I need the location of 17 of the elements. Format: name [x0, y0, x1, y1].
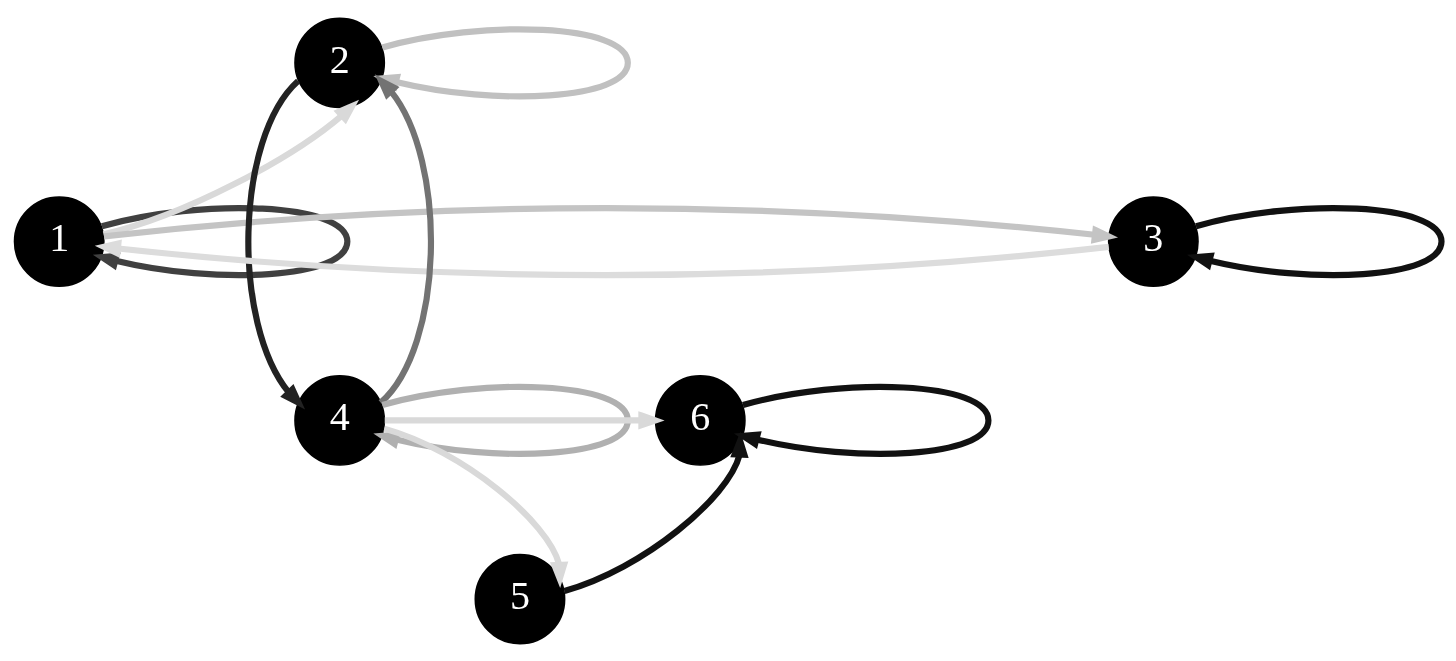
node-circle: 3 — [1107, 195, 1199, 287]
arrow — [92, 204, 351, 278]
node-circle: 1 — [13, 195, 105, 287]
node-circle: 4 — [294, 374, 386, 466]
arrow — [1187, 204, 1445, 278]
arrow — [373, 383, 631, 457]
arrow — [103, 204, 1119, 244]
arrow — [733, 383, 992, 457]
arrow — [384, 410, 665, 430]
arrow — [563, 430, 749, 594]
node-circle: 2 — [294, 16, 386, 108]
arrow — [383, 425, 569, 588]
arrow — [94, 239, 1110, 278]
node-circle: 5 — [474, 553, 566, 645]
arrow — [245, 78, 306, 409]
arrow — [102, 99, 360, 237]
node-circle: 6 — [654, 374, 746, 466]
